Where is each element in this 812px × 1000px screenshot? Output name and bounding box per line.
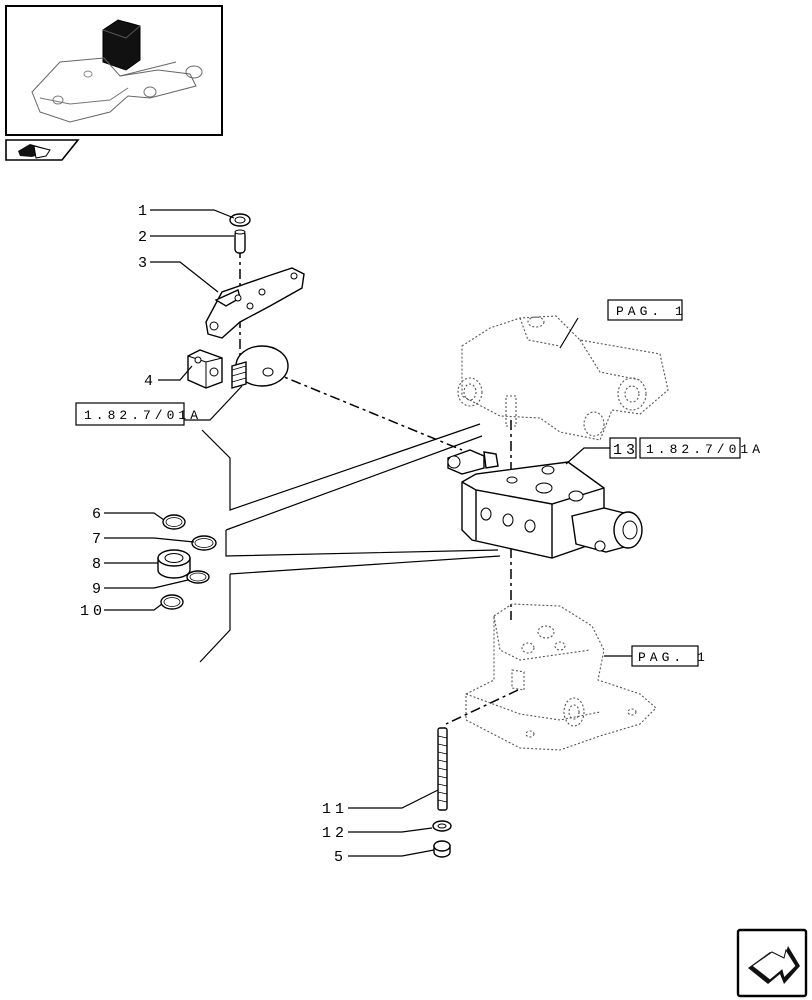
ref-right-text: 1.82.7/01A	[646, 442, 764, 457]
part-8-bushing[interactable]	[157, 549, 191, 579]
cam-disc[interactable]	[231, 345, 289, 389]
part-5-nut[interactable]	[433, 840, 451, 858]
callout-12[interactable]: 12	[322, 825, 348, 842]
part-1-snap-ring[interactable]	[229, 213, 251, 227]
seal-group-bracket	[199, 423, 501, 663]
ref-box-left[interactable]: 1.82.7/01A	[75, 402, 202, 426]
callout-8[interactable]: 8	[92, 556, 105, 573]
callout-1[interactable]: 1	[138, 203, 151, 220]
part-9-seal-ring[interactable]	[186, 570, 210, 584]
part-11-stud[interactable]	[437, 727, 448, 811]
section-tab-icon[interactable]	[5, 139, 80, 161]
pag-top-text: PAG. 1	[616, 304, 687, 319]
ref-box-pag-bottom[interactable]: PAG. 1	[631, 645, 709, 667]
callout-5[interactable]: 5	[334, 849, 347, 866]
part-7-seal-ring[interactable]	[191, 535, 217, 551]
callout-13: 13	[613, 442, 639, 459]
ref-box-right[interactable]: 1.82.7/01A	[639, 437, 764, 459]
ref-box-pag-top[interactable]: PAG. 1	[607, 299, 687, 321]
control-valve-body[interactable]	[447, 449, 643, 559]
ref-box-callout-13[interactable]: 13	[609, 437, 639, 459]
part-3-lever[interactable]	[205, 267, 305, 339]
part-2-pin[interactable]	[234, 229, 246, 254]
callout-leaders	[104, 209, 632, 857]
part-4-block[interactable]	[187, 349, 223, 389]
callout-10[interactable]: 10	[80, 603, 106, 620]
assembly-thumbnail-icon[interactable]	[5, 5, 223, 136]
callout-2[interactable]: 2	[138, 229, 151, 246]
ref-left-text: 1.82.7/01A	[84, 408, 202, 423]
upper-housing-ghost	[457, 315, 669, 441]
callout-7[interactable]: 7	[92, 531, 105, 548]
callout-11[interactable]: 11	[322, 801, 348, 818]
callout-3[interactable]: 3	[138, 255, 151, 272]
pag-bottom-text: PAG. 1	[638, 650, 709, 665]
callout-4[interactable]: 4	[144, 373, 157, 390]
next-page-arrow-icon[interactable]	[736, 928, 808, 998]
part-10-seal-ring[interactable]	[160, 594, 184, 610]
part-6-seal-ring[interactable]	[162, 514, 186, 530]
callout-6[interactable]: 6	[92, 506, 105, 523]
part-12-washer[interactable]	[432, 820, 452, 832]
lower-housing-ghost	[465, 603, 657, 751]
callout-9[interactable]: 9	[92, 581, 105, 598]
